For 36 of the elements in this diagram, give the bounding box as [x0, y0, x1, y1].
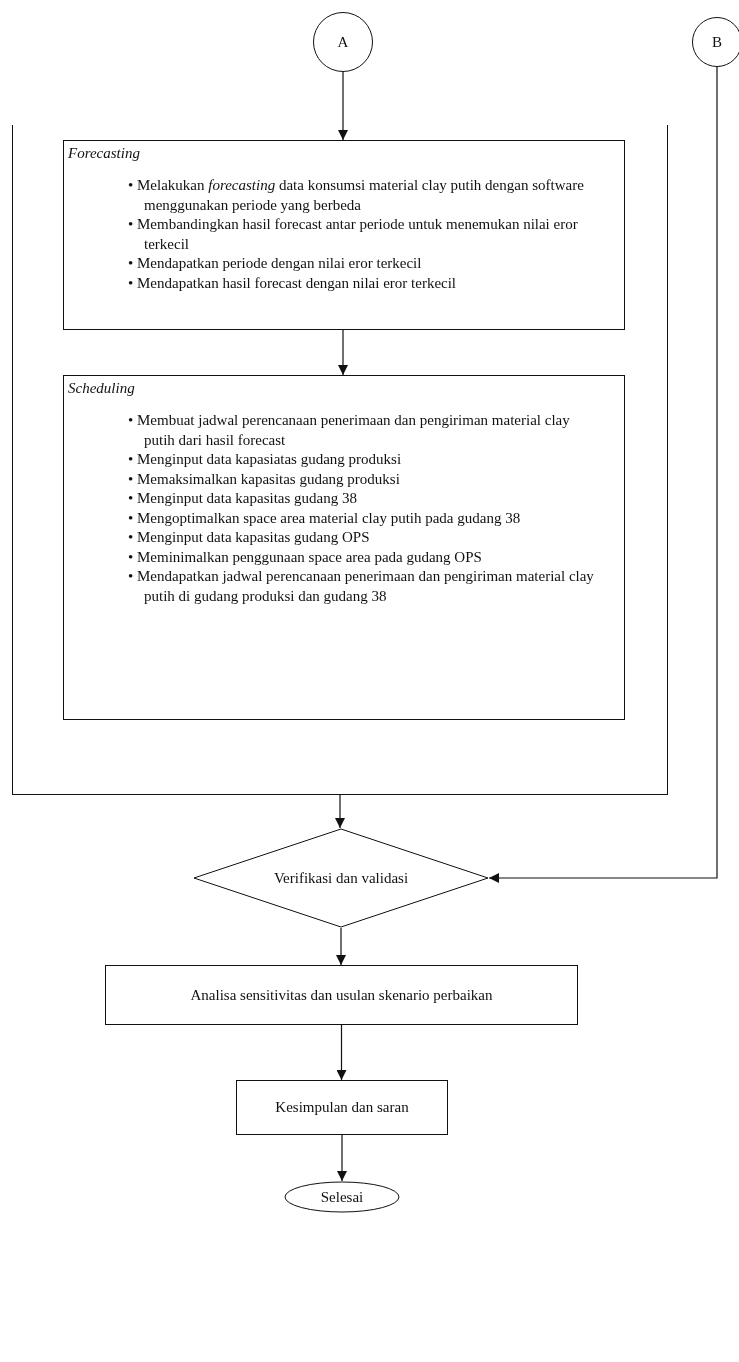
arrow — [488, 66, 718, 883]
decision-diamond — [193, 828, 489, 928]
node-label: Kesimpulan dan saran — [275, 1099, 409, 1116]
bullet-item: • Membandingkan hasil forecast antar periode untuk menemukan nilai eror terkecil — [128, 215, 579, 254]
bullet-item: • Meminimalkan penggunaan space area pada gudang OPS — [128, 547, 483, 567]
bullet-item: • Mendapatkan jadwal perencanaan penerimaan dan pengiriman material clay putih di gudang produksi dan gudang 38 — [128, 567, 594, 606]
connector-circle — [692, 17, 739, 67]
node-label: Analisa sensitivitas dan usulan skenario perbaikan — [190, 986, 493, 1004]
bullet-item: • Melakukan forecasting data konsumsi material clay putih dengan software menggunakan periode yang berbeda — [128, 176, 585, 215]
bullet-item: • Menginput data kapasiatas gudang produksi — [128, 450, 403, 469]
bullet-item: • Mendapatkan periode dengan nilai eror terkecil — [128, 254, 423, 273]
process-box — [63, 140, 625, 330]
arrow — [338, 71, 348, 141]
bullet-item: • Memaksimalkan kapasitas gudang produksi — [128, 469, 401, 489]
bullet-item: • Menginput data kapasitas gudang OPS — [128, 528, 371, 547]
connector-circle — [313, 12, 373, 72]
bullet-item: • Menginput data kapasitas gudang 38 — [128, 489, 358, 508]
connector-label: A — [337, 33, 349, 51]
box-heading: Scheduling — [68, 380, 136, 397]
group-frame — [12, 125, 668, 795]
bullet-item: • Mendapatkan hasil forecast dengan nilai eror terkecil — [128, 273, 458, 293]
process-box — [105, 965, 578, 1025]
arrow — [336, 1024, 347, 1081]
connector-label: B — [712, 33, 722, 51]
process-box — [63, 375, 625, 720]
arrow — [338, 329, 348, 376]
node-label: Selesai — [320, 1188, 364, 1206]
box-heading: Forecasting — [68, 145, 141, 162]
node-label: Verifikasi dan validasi — [273, 869, 409, 887]
terminator-ellipse — [284, 1181, 400, 1213]
process-box — [236, 1080, 448, 1135]
bullet-item: • Mengoptimalkan space area material clay putih pada gudang 38 — [128, 508, 522, 528]
bullet-item: • Membuat jadwal perencanaan penerimaan dan pengiriman material clay putih dari hasil forecast — [128, 411, 571, 450]
arrow — [337, 1134, 347, 1182]
arrow — [336, 927, 346, 966]
arrow — [335, 794, 345, 829]
